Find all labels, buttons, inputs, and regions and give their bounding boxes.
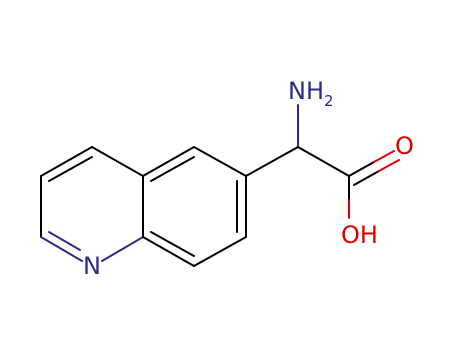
carbonyl-oxygen-label: O: [395, 132, 414, 160]
bond-n1-c8a: [101, 236, 144, 262]
bond-carboxyl-o-double-c: [353, 170, 380, 186]
bond-carboxyl-o-double-d: [378, 159, 400, 172]
bond-carboxyl-o-double-b: [373, 150, 395, 163]
bond-c4a-c5-inner: [150, 156, 195, 182]
bond-c4-c3: [40, 146, 93, 177]
bond-c4a-c4: [91, 146, 144, 177]
bond-c6-calpha: [245, 146, 299, 177]
bond-c8-c8a-inner: [150, 231, 195, 257]
bond-c2-n1: [40, 236, 83, 262]
hydroxyl-label: OH: [341, 221, 378, 249]
bond-c7-c8: [193, 236, 247, 267]
bond-c4-c3-inner: [48, 156, 93, 182]
bond-c5-c6: [193, 146, 247, 177]
amine-subscript: 2: [324, 92, 334, 110]
bond-carboxyl-o-double-a: [348, 161, 375, 177]
bond-c4a-c5: [142, 146, 195, 177]
bond-calpha-carboxyl: [297, 146, 350, 177]
bond-c8-c8a: [142, 236, 195, 267]
ring-nitrogen-label: N: [83, 252, 101, 280]
amine-label: NH2: [288, 77, 334, 110]
bond-c2-n1-inner: [48, 231, 81, 251]
